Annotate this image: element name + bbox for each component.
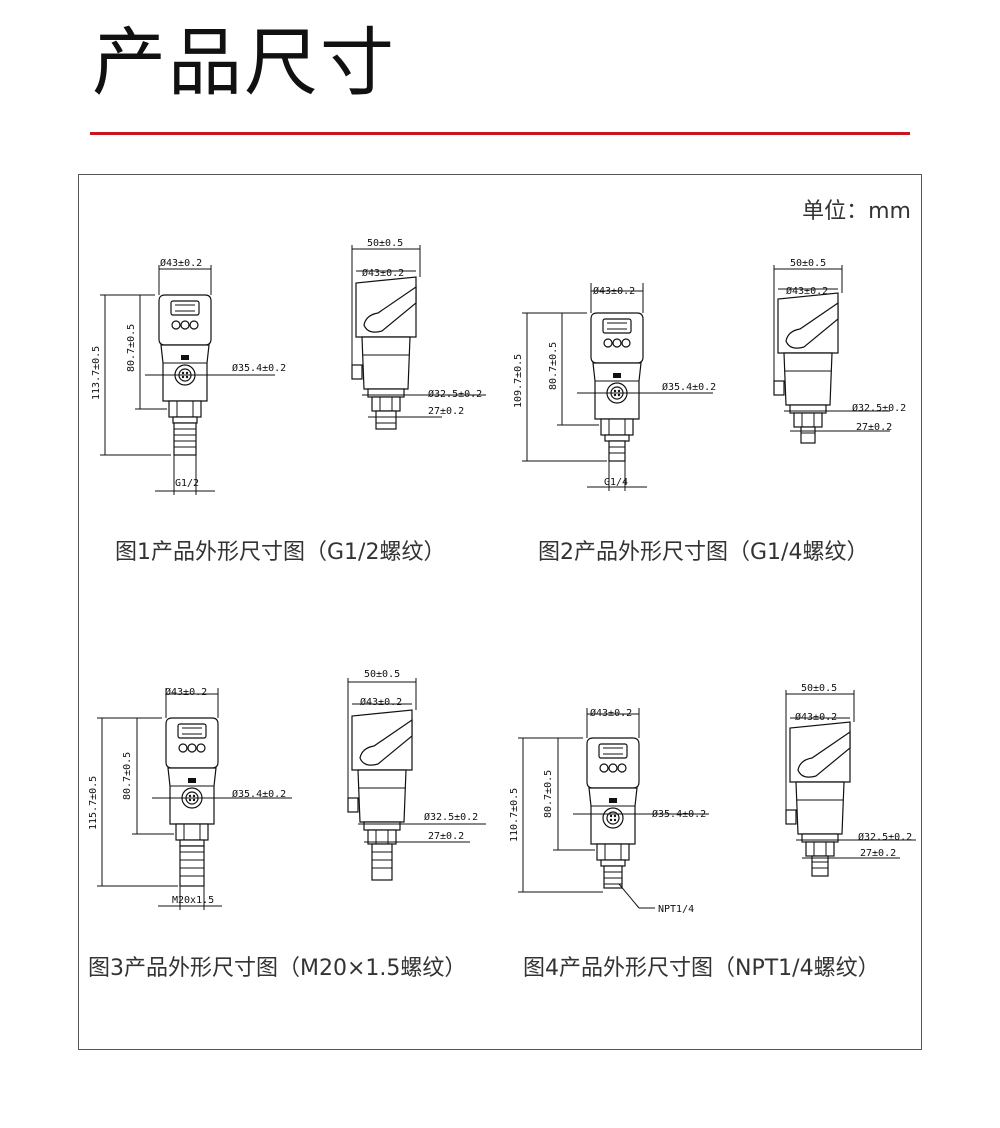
fig2-side-hex: 27±0.2 — [856, 422, 892, 433]
fig1-front-height-total: 113.7±0.5 — [91, 346, 102, 400]
figure-3-caption: 图3产品外形尺寸图（M20×1.5螺纹） — [88, 956, 467, 981]
fig2-side-dia-top: Ø43±0.2 — [786, 285, 828, 297]
fig3-side-width: 50±0.5 — [364, 669, 400, 680]
fig4-front-thread: NPT1/4 — [658, 904, 694, 915]
fig3-front-dia-side: Ø35.4±0.2 — [232, 788, 286, 800]
page-title: 产品尺寸 — [92, 20, 396, 106]
figure-2-front-view — [522, 283, 713, 491]
fig4-front-height-total: 110.7±0.5 — [509, 788, 520, 842]
figure-1-side-view — [351, 245, 486, 430]
figure-1-caption: 图1产品外形尺寸图（G1/2螺纹） — [115, 540, 446, 565]
unit-label: 单位：mm — [802, 199, 911, 224]
fig2-front-height-total: 109.7±0.5 — [513, 354, 524, 408]
fig1-front-dia-side: Ø35.4±0.2 — [232, 362, 286, 374]
fig4-side-dia-top: Ø43±0.2 — [795, 711, 837, 723]
fig3-side-hex: 27±0.2 — [428, 831, 464, 842]
fig2-front-thread: G1/4 — [604, 477, 628, 488]
fig2-side-width: 50±0.5 — [790, 258, 826, 269]
fig3-side-dia-lower: Ø32.5±0.2 — [424, 811, 478, 823]
fig2-front-height-body: 80.7±0.5 — [548, 342, 559, 390]
fig1-side-dia-lower: Ø32.5±0.2 — [428, 388, 482, 400]
fig4-side-dia-lower: Ø32.5±0.2 — [858, 831, 912, 843]
fig3-side-dia-top: Ø43±0.2 — [360, 696, 402, 708]
fig4-side-hex: 27±0.2 — [860, 848, 896, 859]
fig3-front-dia-top: Ø43±0.2 — [165, 686, 207, 698]
fig4-front-height-body: 80.7±0.5 — [543, 770, 554, 818]
figure-4-front-view — [518, 708, 709, 909]
fig2-side-dia-lower: Ø32.5±0.2 — [852, 402, 906, 414]
fig1-side-width: 50±0.5 — [367, 238, 403, 249]
figure-1-front-view — [100, 265, 275, 495]
fig3-front-height-total: 115.7±0.5 — [88, 776, 99, 830]
fig1-front-height-body: 80.7±0.5 — [126, 324, 137, 372]
figure-3-front-view — [97, 688, 292, 910]
figure-4-caption: 图4产品外形尺寸图（NPT1/4螺纹） — [523, 956, 880, 981]
dimensions-panel: 单位：mm — [78, 174, 922, 1050]
fig3-front-thread: M20x1.5 — [172, 895, 214, 906]
fig3-front-height-body: 80.7±0.5 — [122, 752, 133, 800]
fig4-front-dia-side: Ø35.4±0.2 — [652, 808, 706, 820]
figure-2-caption: 图2产品外形尺寸图（G1/4螺纹） — [538, 540, 869, 565]
fig1-side-dia-top: Ø43±0.2 — [362, 267, 404, 279]
figure-3-side-view — [347, 678, 486, 881]
figure-4-side-view — [785, 690, 916, 877]
fig4-side-width: 50±0.5 — [801, 683, 837, 694]
title-divider — [90, 132, 910, 135]
fig2-front-dia-top: Ø43±0.2 — [593, 285, 635, 297]
fig1-front-dia-top: Ø43±0.2 — [160, 257, 202, 269]
fig4-front-dia-top: Ø43±0.2 — [590, 707, 632, 719]
figure-2-side-view — [773, 265, 890, 444]
fig1-side-hex: 27±0.2 — [428, 406, 464, 417]
fig1-front-thread: G1/2 — [175, 478, 199, 489]
fig2-front-dia-side: Ø35.4±0.2 — [662, 381, 716, 393]
